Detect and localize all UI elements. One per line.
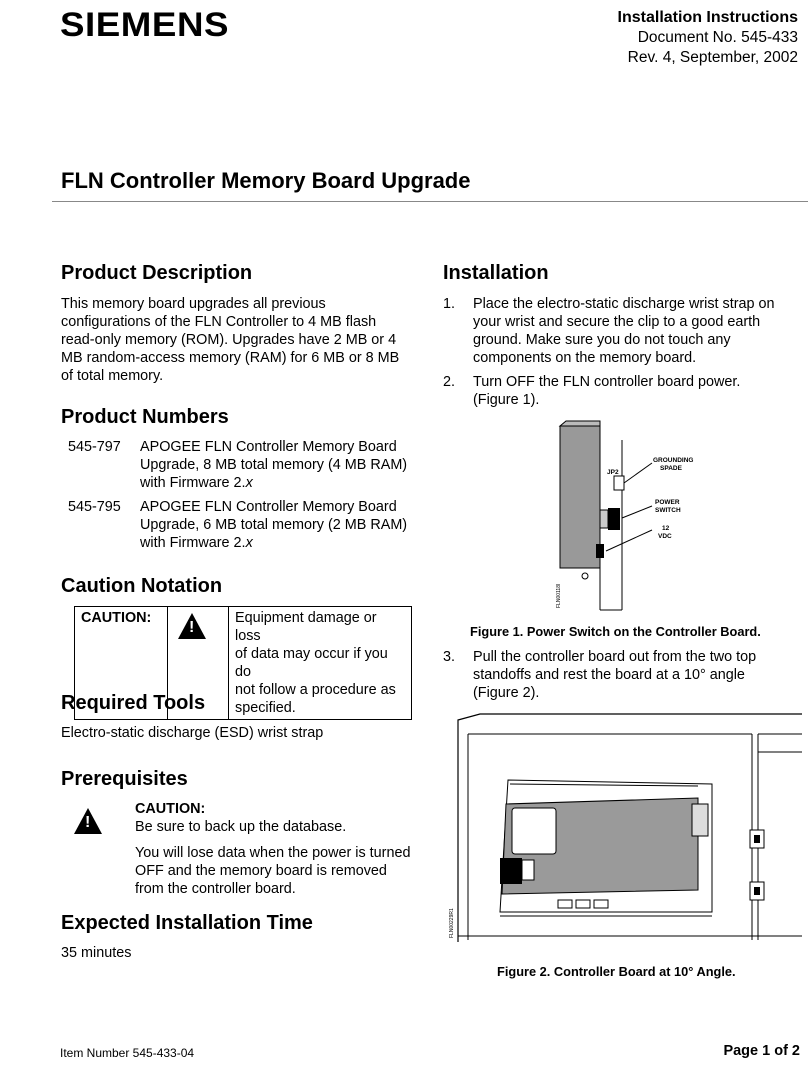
caution-label: CAUTION: [74,606,168,720]
step-text: Pull the controller board out from the t… [473,648,756,702]
doc-number: Document No. 545-433 [637,29,798,46]
text-line: Pull the controller board out from the t… [473,649,757,665]
text-line: read-only memory (ROM). Upgrades have 2 … [61,332,397,348]
figure-2-caption: Figure 2. Controller Board at 10° Angle. [497,964,736,979]
installation-step-3: 3. Pull the controller board out from th… [443,648,803,702]
caution-notation-heading: Caution Notation [61,575,223,597]
installation-heading: Installation [443,262,549,284]
doc-type: Installation Instructions [617,9,798,26]
product-number-item: 545-795 APOGEE FLN Controller Memory Boa… [68,498,428,552]
expected-time-heading: Expected Installation Time [61,912,313,934]
text-line: Upgrade, 6 MB total memory (2 MB RAM) [140,517,408,533]
label-12: 12 [662,525,670,532]
doc-revision: Rev. 4, September, 2002 [627,49,798,66]
prerequisites-text: CAUTION: Be sure to back up the database… [135,800,425,898]
siemens-logo: SIEMENS [60,6,230,44]
page-number: Page 1 of 2 [723,1043,800,1059]
figure-1-diagram: JP2 GROUNDING SPADE POWER SWITCH 12 VDC … [556,420,693,611]
product-description-heading: Product Description [61,262,253,284]
text-line: configurations of the FLN Controller to … [61,314,377,330]
product-desc: APOGEE FLN Controller Memory Board Upgra… [140,438,428,492]
required-tools-text: Electro-static discharge (ESD) wrist str… [61,725,324,741]
text-line: APOGEE FLN Controller Memory Board [140,499,397,515]
text-line: of data may occur if you do [235,646,388,680]
text-line: (Figure 2). [473,685,540,701]
list-item: 1. Place the electro-static discharge wr… [443,295,803,367]
text-line: from the controller board. [135,881,296,897]
caution-table: CAUTION: ! Equipment damage or loss of d… [74,606,412,720]
label-switch: SWITCH [655,507,681,514]
product-desc: APOGEE FLN Controller Memory Board Upgra… [140,498,428,552]
product-numbers-heading: Product Numbers [61,406,229,428]
label-spade: SPADE [660,465,683,472]
text-line: Place the electro-static discharge wrist… [473,296,775,312]
text-line: specified. [235,700,296,716]
page-title: FLN Controller Memory Board Upgrade [61,168,471,193]
step-text: Place the electro-static discharge wrist… [473,295,775,367]
title-divider [52,201,808,202]
text-line: with Firmware 2.x [140,535,253,551]
text-line: with Firmware 2.x [140,475,253,491]
list-item: 2. Turn OFF the FLN controller board pow… [443,373,803,409]
text-line: Turn OFF the FLN controller board power. [473,374,741,390]
text-line: MB random-access memory (RAM) for 6 MB o… [61,350,400,366]
expected-time-text: 35 minutes [61,945,132,961]
step-number: 1. [443,296,456,312]
text-line: Be sure to back up the database. [135,819,347,835]
text-line: (Figure 1). [473,392,540,408]
text-line: You will lose data when the power is tur… [135,845,411,861]
label-grounding: GROUNDING [653,457,693,464]
label-power: POWER [655,499,680,506]
warning-icon: ! [178,613,206,639]
text-line: Upgrade, 8 MB total memory (4 MB RAM) [140,457,408,473]
warning-icon: ! [74,808,102,834]
product-code: 545-795 [68,499,121,515]
figure-2-diagram: FLN00229R1 [449,713,802,942]
text-line: APOGEE FLN Controller Memory Board [140,439,397,455]
figure-code: FLN00118I [556,584,562,608]
caution-label: CAUTION: [135,801,206,817]
list-item: 3. Pull the controller board out from th… [443,648,803,702]
text-line: your wrist and secure the clip to a good… [473,314,761,330]
caution-icon-cell: ! [167,606,229,720]
label-jp2: JP2 [607,469,619,476]
figure-code: FLN00229R1 [449,908,455,938]
text-line: of total memory. [61,368,164,384]
caution-text: Equipment damage or loss of data may occ… [228,606,412,720]
label-vdc: VDC [658,533,672,540]
text-line: ground. Make sure you do not touch any [473,332,731,348]
step-number: 2. [443,374,456,390]
product-description-text: This memory board upgrades all previous … [61,295,431,385]
figure-1-caption: Figure 1. Power Switch on the Controller… [470,624,761,639]
text-line: Equipment damage or loss [235,610,377,644]
step-text: Turn OFF the FLN controller board power.… [473,373,740,409]
text-line: This memory board upgrades all previous [61,296,326,312]
step-number: 3. [443,649,456,665]
text-line: OFF and the memory board is removed [135,863,387,879]
product-code: 545-797 [68,439,121,455]
product-numbers-list: 545-797 APOGEE FLN Controller Memory Boa… [68,438,428,552]
text-line: components on the memory board. [473,350,697,366]
required-tools-heading: Required Tools [61,692,206,714]
item-number: Item Number 545-433-04 [60,1046,195,1060]
text-line: standoffs and rest the board at a 10° an… [473,667,745,683]
product-number-item: 545-797 APOGEE FLN Controller Memory Boa… [68,438,428,492]
prerequisites-heading: Prerequisites [61,768,188,790]
text-line: not follow a procedure as [235,682,396,698]
document-header: Installation Instructions Document No. 5… [618,8,798,68]
installation-steps-1-2: 1. Place the electro-static discharge wr… [443,295,803,409]
